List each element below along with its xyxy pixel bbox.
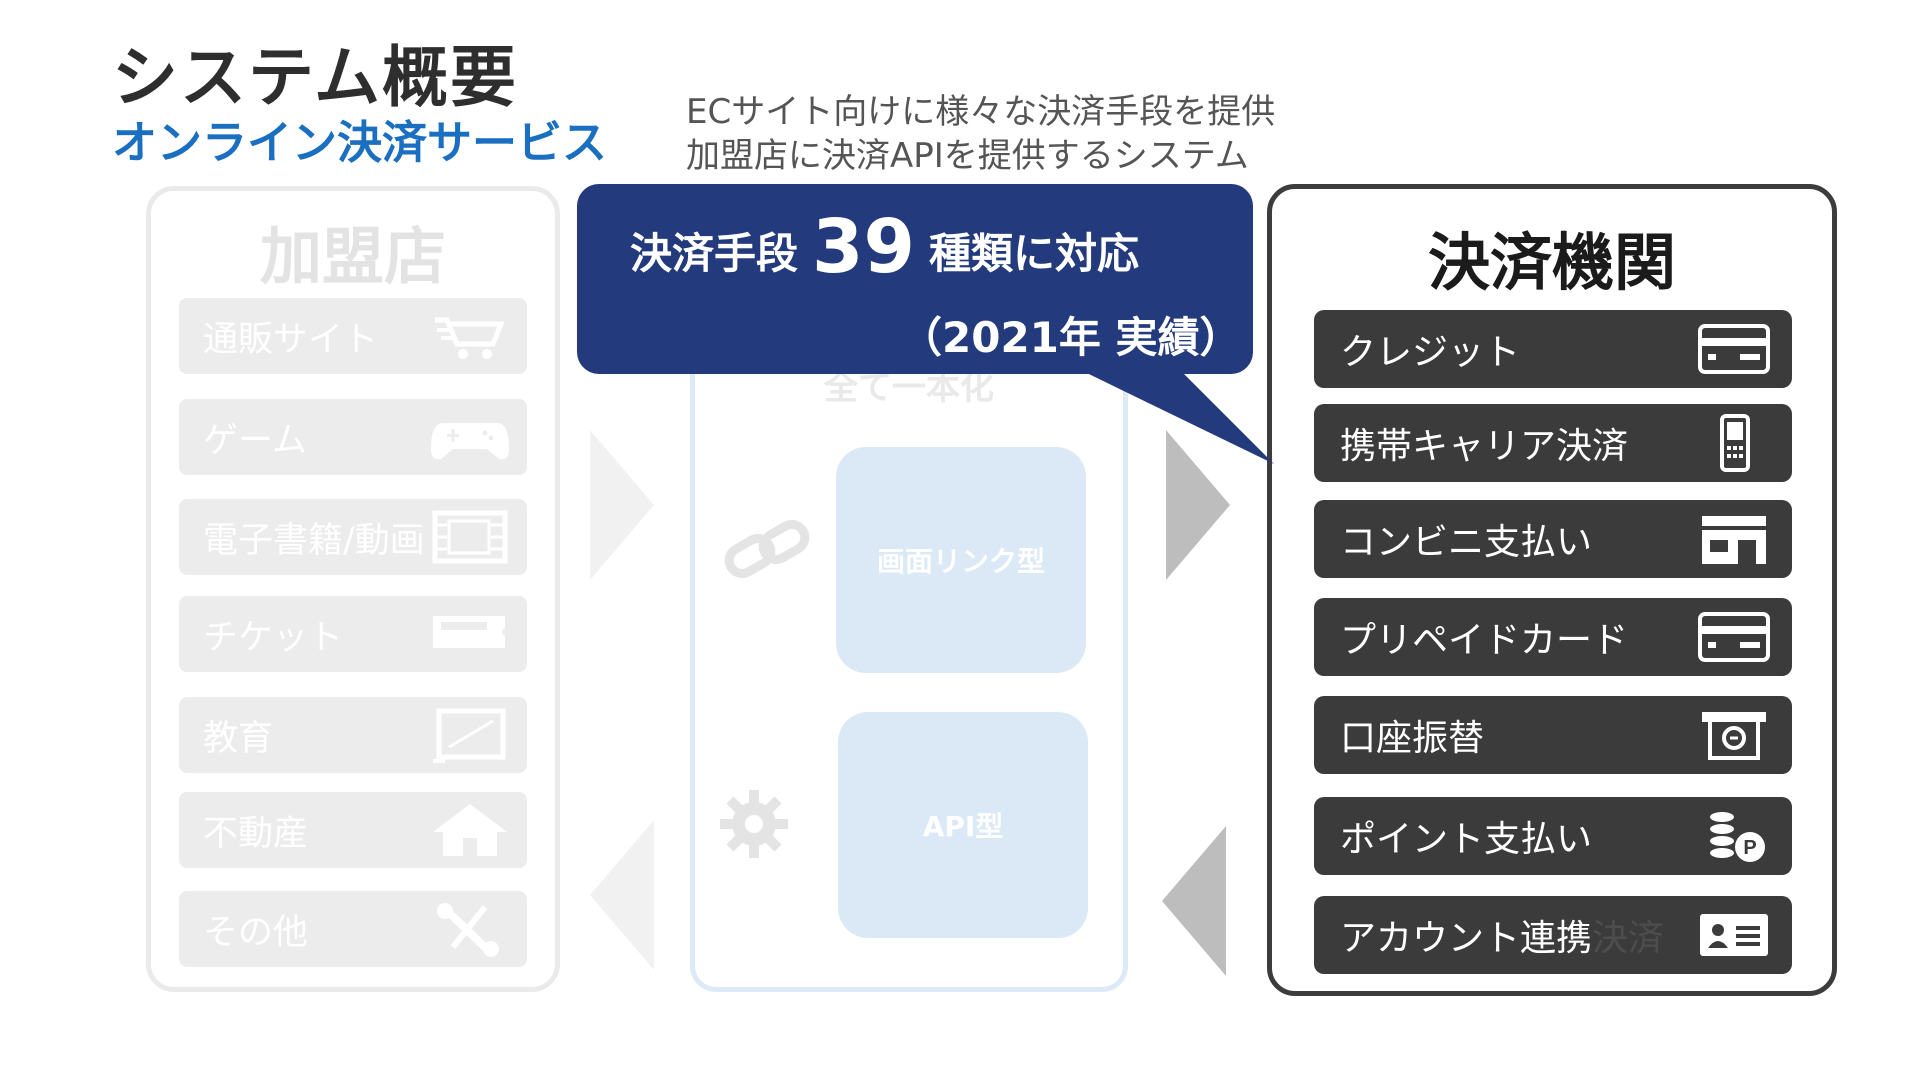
- payment-item-bank-transfer: 口座振替: [1314, 696, 1792, 774]
- payment-item-label: ポイント支払い: [1340, 819, 1593, 860]
- merchant-item-real-estate: 不動産: [179, 792, 527, 868]
- merchant-item-label: 通販サイト: [203, 319, 379, 360]
- merchant-item-ecommerce: 通販サイト: [179, 298, 527, 374]
- payment-item-convenience-store: コンビニ支払い: [1314, 500, 1792, 578]
- institution-heading: 決済機関: [1427, 226, 1676, 299]
- callout-box: [577, 184, 1253, 374]
- house-icon: [433, 804, 507, 856]
- whiteboard-icon: [433, 708, 506, 763]
- page-subtitle: オンライン決済サービス: [112, 116, 608, 169]
- ticket-icon: [433, 616, 505, 648]
- merchant-heading: 加盟店: [259, 220, 446, 293]
- payment-item-label-faded: 決済: [1592, 918, 1665, 959]
- merchant-item-label: 電子書籍/動画: [203, 520, 425, 561]
- film-icon: [432, 510, 508, 564]
- payment-item-label: 口座振替: [1340, 718, 1485, 759]
- link-icon: [724, 520, 810, 578]
- callout-note: （2021年 実績）: [900, 313, 1242, 362]
- merchant-item-education: 教育: [179, 697, 527, 773]
- arrow-left-merchant: [590, 820, 654, 970]
- payment-method-count: 39: [812, 204, 915, 290]
- merchant-item-label: 不動産: [203, 813, 309, 854]
- payment-item-label: プリペイドカード: [1340, 620, 1629, 661]
- merchant-item-ticket: チケット: [179, 596, 527, 672]
- payment-item-credit: クレジット: [1314, 310, 1792, 388]
- bank-transfer-icon: [1702, 712, 1766, 760]
- arrow-right-merchant: [590, 430, 654, 580]
- description-line-1: ECサイト向けに様々な決済手段を提供: [686, 92, 1276, 132]
- merchant-item-ebooks-video: 電子書籍/動画: [179, 499, 527, 575]
- payment-item-prepaid-card: プリペイドカード: [1314, 598, 1792, 676]
- prepaid-card-icon: [1698, 612, 1770, 662]
- payment-item-label: 携帯キャリア決済: [1340, 426, 1629, 467]
- payment-item-label: コンビニ支払い: [1340, 522, 1593, 563]
- link-type-card: 画面リンク型: [836, 447, 1086, 673]
- merchant-item-label: その他: [203, 912, 309, 953]
- page-title: システム概要: [112, 39, 519, 116]
- merchant-item-game: ゲーム: [179, 399, 527, 475]
- gear-icon: [720, 790, 788, 858]
- id-card-icon: [1700, 914, 1768, 956]
- integration-heading: 全て一本化: [824, 368, 994, 408]
- game-controller-icon: [431, 423, 509, 460]
- arrow-left-institution: [1162, 826, 1226, 976]
- integration-panel: [690, 300, 1128, 992]
- payment-item-label: アカウント連携: [1340, 918, 1593, 959]
- arrow-right-institution: [1166, 430, 1230, 580]
- api-type-card: API型: [838, 712, 1088, 938]
- merchant-item-label: チケット: [203, 617, 344, 658]
- merchant-item-other: その他: [179, 891, 527, 967]
- payment-item-points: ポイント支払い P: [1314, 797, 1792, 875]
- points-icon: P: [1710, 812, 1765, 862]
- callout-pointer: [1060, 360, 1274, 464]
- callout-prefix: 決済手段: [630, 229, 799, 278]
- callout-suffix: 種類に対応: [929, 229, 1140, 278]
- merchant-item-label: 教育: [203, 718, 274, 759]
- payment-item-account-link: アカウント連携決済: [1314, 896, 1792, 974]
- description-line-2: 加盟店に決済APIを提供するシステム: [686, 136, 1249, 176]
- tools-icon: [437, 903, 499, 957]
- shopping-cart-icon: [435, 317, 505, 359]
- convenience-store-icon: [1702, 516, 1766, 564]
- mobile-phone-icon: [1720, 414, 1750, 472]
- merchant-panel: [146, 186, 560, 992]
- callout-headline: 決済手段 39 種類に対応: [630, 200, 1140, 290]
- payment-item-carrier: 携帯キャリア決済: [1314, 404, 1792, 482]
- credit-card-icon: [1698, 324, 1770, 374]
- payment-item-label: クレジット: [1340, 332, 1521, 373]
- merchant-item-label: ゲーム: [203, 420, 307, 461]
- svg-text:P: P: [1743, 837, 1756, 859]
